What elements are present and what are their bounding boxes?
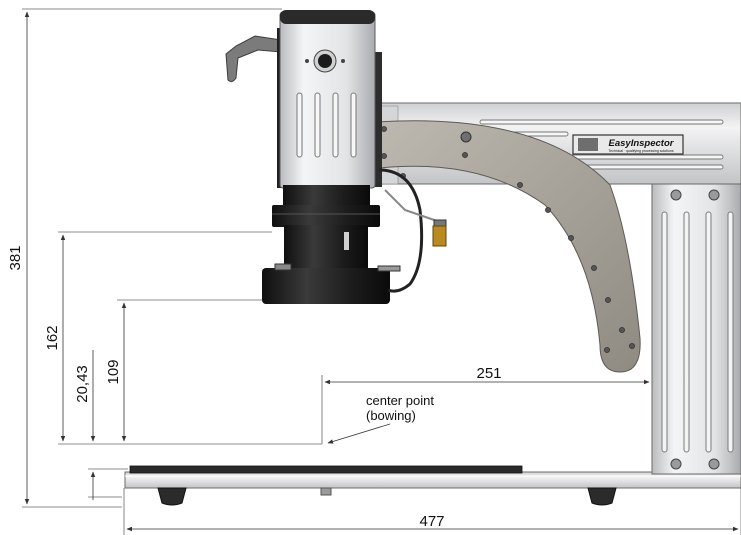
dimension-lines bbox=[22, 8, 741, 535]
column-screw bbox=[670, 458, 682, 470]
arm-bolt bbox=[568, 235, 574, 241]
arm-bolt bbox=[619, 327, 625, 333]
arm-bolt bbox=[462, 152, 468, 158]
pivot-bolt bbox=[460, 131, 472, 143]
column-slot bbox=[727, 211, 734, 453]
arm-bolt bbox=[605, 297, 611, 303]
arm-bolt bbox=[517, 182, 523, 188]
base-plate bbox=[124, 465, 741, 506]
column-screw bbox=[708, 458, 720, 470]
camera-button bbox=[318, 54, 332, 68]
camera-cable bbox=[378, 168, 447, 293]
lens-clamp-right bbox=[377, 265, 401, 272]
column-screws bbox=[670, 189, 720, 470]
base-screw bbox=[320, 487, 332, 496]
lens-window bbox=[344, 232, 349, 250]
connector-cap bbox=[433, 219, 447, 227]
column-slot bbox=[661, 211, 668, 453]
object-tray bbox=[129, 465, 523, 474]
base-foot-right bbox=[587, 487, 617, 506]
center-point-label: center point bbox=[366, 393, 434, 408]
column-screw bbox=[708, 189, 720, 201]
lens-assembly bbox=[262, 185, 401, 304]
camera-screw-right bbox=[341, 59, 345, 63]
curved-arm-bolts bbox=[381, 126, 635, 353]
logo-icon bbox=[578, 138, 598, 151]
arm-bolt bbox=[629, 343, 635, 349]
camera-vent-slot bbox=[314, 92, 321, 158]
camera-screw-left bbox=[305, 59, 309, 63]
lens-front bbox=[262, 268, 390, 304]
lens-focus-ring bbox=[272, 205, 380, 227]
dim-lens-height-max: 162 bbox=[44, 325, 61, 350]
camera-vent-slot bbox=[332, 92, 339, 158]
dim-overall-height: 381 bbox=[7, 245, 24, 270]
brass-connector bbox=[432, 225, 447, 247]
camera-vent-slot bbox=[350, 92, 357, 158]
curved-support-arm bbox=[375, 120, 641, 373]
base-foot-left bbox=[157, 487, 187, 506]
lens-barrel bbox=[284, 225, 368, 269]
dim-bowing-offset: 20,43 bbox=[74, 365, 91, 403]
column-slots bbox=[661, 211, 734, 453]
focus-handle bbox=[225, 35, 282, 83]
camera-top-cap bbox=[280, 10, 375, 24]
center-point-leader bbox=[327, 423, 391, 444]
dim-base-length: 477 bbox=[419, 513, 444, 530]
camera-mount-bracket bbox=[372, 52, 382, 187]
arm-bolt bbox=[381, 126, 387, 132]
center-point-sublabel: (bowing) bbox=[366, 408, 416, 423]
logo-brand: EasyInspector bbox=[609, 138, 675, 149]
arm-bolt bbox=[591, 265, 597, 271]
logo-plate: EasyInspector Technical · qualifying pro… bbox=[572, 134, 684, 155]
arm-bolt bbox=[604, 347, 610, 353]
column-slot bbox=[705, 211, 712, 453]
dim-horizontal-reach: 251 bbox=[476, 365, 501, 382]
camera-body bbox=[225, 10, 382, 189]
arm-bolt bbox=[545, 207, 551, 213]
arm-bolt bbox=[381, 153, 387, 159]
camera-vent-slots bbox=[296, 92, 357, 158]
logo-tagline: Technical · qualifying processing soluti… bbox=[608, 149, 673, 153]
lens-clamp-left bbox=[274, 263, 292, 271]
vertical-column bbox=[651, 183, 741, 475]
arm-slot bbox=[479, 119, 724, 125]
dim-lens-height-min: 109 bbox=[105, 359, 122, 384]
column-screw bbox=[670, 189, 682, 201]
column-slot bbox=[683, 211, 690, 453]
camera-vent-slot bbox=[296, 92, 303, 158]
